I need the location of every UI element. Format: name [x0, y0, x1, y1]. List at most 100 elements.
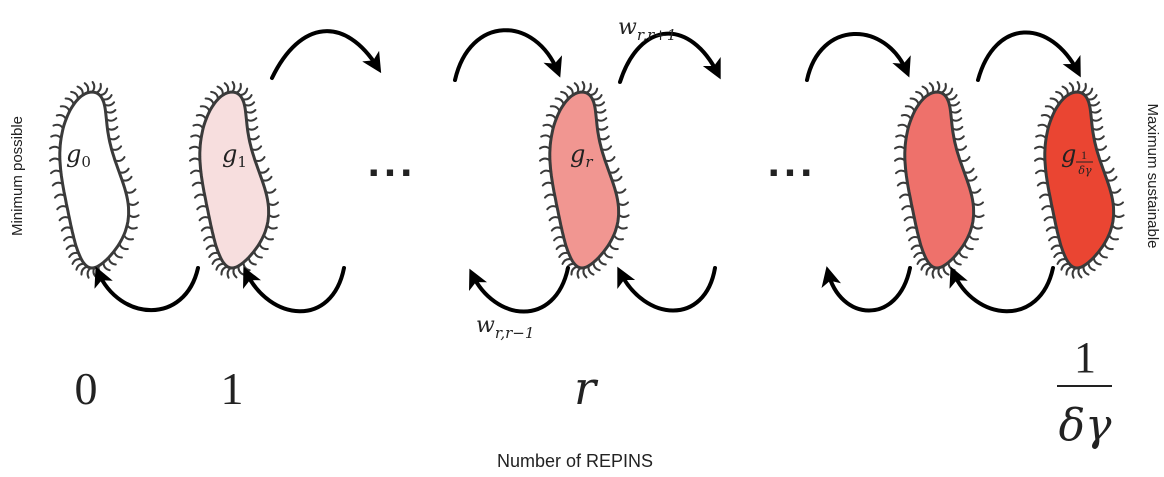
cell-pilus — [931, 266, 937, 279]
cell-pilus — [1055, 90, 1065, 101]
cell-pilus — [1080, 82, 1087, 94]
cell-pilus — [958, 250, 968, 259]
tick-zero: 0 — [75, 363, 98, 414]
cell-pilus — [199, 105, 211, 113]
cell-body — [903, 90, 976, 270]
x-axis-label: Number of REPINS — [497, 451, 653, 471]
svg-text:1: 1 — [1074, 333, 1096, 382]
cell-pilus — [608, 242, 619, 251]
cell-pilus — [617, 213, 630, 218]
cell-pilus — [936, 81, 941, 93]
svg-text:1: 1 — [1081, 148, 1087, 162]
backward-arrow-1 — [94, 266, 200, 313]
cell-gmax — [1034, 81, 1125, 279]
cell-pilus — [581, 81, 586, 93]
cell-pilus — [897, 123, 910, 130]
cell-pilus — [189, 145, 201, 151]
cell-label-g1: g1 — [222, 140, 247, 171]
cell-pilus — [91, 81, 96, 93]
tick-r: r — [574, 361, 599, 415]
cell-pilus — [1035, 134, 1048, 140]
cell-pilus — [258, 242, 269, 251]
cell-pilus — [266, 224, 278, 230]
ellipsis-right: ... — [768, 137, 817, 186]
cell-gmid — [894, 81, 985, 279]
forward-arrow-1 — [270, 29, 382, 80]
tick-one: 1 — [221, 363, 244, 414]
cell-pilus — [1076, 81, 1081, 93]
cell-pilus — [895, 134, 908, 140]
cell-pilus — [909, 97, 920, 106]
cell-body — [58, 90, 131, 270]
forward-rate-label: wr,r+1 — [618, 15, 676, 44]
cell-pilus — [549, 105, 561, 113]
cell-pilus — [1071, 266, 1077, 279]
cell-pilus — [1107, 233, 1119, 241]
cell-pilus — [603, 250, 613, 259]
cell-pilus — [560, 90, 570, 101]
tick-max: 1 δγ — [1057, 333, 1112, 451]
cell-pilus — [1112, 213, 1125, 218]
cell-pilus — [1049, 97, 1060, 106]
cell-pilus — [972, 213, 985, 218]
cell-pilus — [210, 90, 220, 101]
cell-pilus — [49, 145, 61, 151]
cell-pilus — [262, 233, 274, 241]
cell-pilus — [50, 134, 63, 140]
cell-pilus — [900, 114, 913, 121]
cell-label-gmax: g 1 δγ — [1061, 140, 1093, 177]
cell-pilus — [59, 105, 71, 113]
backward-arrow-6 — [949, 266, 1055, 314]
cell-pilus — [127, 213, 140, 218]
backward-arrow-3 — [469, 266, 570, 314]
cell-pilus — [539, 145, 551, 151]
cell-pilus — [226, 266, 232, 279]
cell-gr — [539, 81, 630, 279]
cell-pilus — [195, 114, 208, 121]
forward-arrow-5 — [976, 30, 1081, 82]
cell-label-g0: g0 — [66, 140, 91, 171]
cell-pilus — [126, 224, 138, 230]
cell-pilus — [894, 145, 906, 151]
cell-pilus — [542, 123, 555, 130]
cell-g1 — [189, 81, 280, 279]
ellipsis-left: ... — [368, 137, 417, 186]
cell-pilus — [1040, 114, 1053, 121]
cell-pilus — [963, 242, 974, 251]
cell-pilus — [95, 82, 102, 94]
cell-pilus — [118, 242, 129, 251]
backward-arrow-5 — [821, 266, 912, 313]
cell-pilus — [253, 250, 263, 259]
cell-pilus — [612, 233, 624, 241]
cell-pilus — [1037, 123, 1050, 130]
forward-arrow-3 — [618, 31, 721, 84]
cell-pilus — [113, 250, 123, 259]
backward-arrow-4 — [617, 266, 717, 313]
cell-pilus — [70, 90, 80, 101]
cell-pilus — [540, 134, 553, 140]
cell-pilus — [545, 114, 558, 121]
cell-body — [1043, 90, 1116, 270]
cell-pilus — [52, 123, 65, 130]
cell-pilus — [1034, 145, 1046, 151]
svg-text:δγ: δγ — [1059, 400, 1112, 451]
cell-pilus — [554, 97, 565, 106]
cells-group — [49, 81, 1125, 279]
cell-pilus — [267, 213, 280, 218]
cell-pilus — [967, 233, 979, 241]
cell-pilus — [64, 97, 75, 106]
cell-pilus — [190, 134, 203, 140]
cell-pilus — [235, 82, 242, 94]
cell-g0 — [49, 81, 140, 279]
backward-arrow-2 — [243, 266, 346, 314]
cell-pilus — [122, 233, 134, 241]
cell-pilus — [1103, 242, 1114, 251]
cell-label-gr: gr — [570, 140, 593, 171]
forward-arrow-4 — [805, 32, 911, 82]
cell-pilus — [585, 82, 592, 94]
cell-pilus — [971, 224, 983, 230]
cell-pilus — [904, 105, 916, 113]
cell-pilus — [1111, 224, 1123, 230]
cell-pilus — [1098, 250, 1108, 259]
